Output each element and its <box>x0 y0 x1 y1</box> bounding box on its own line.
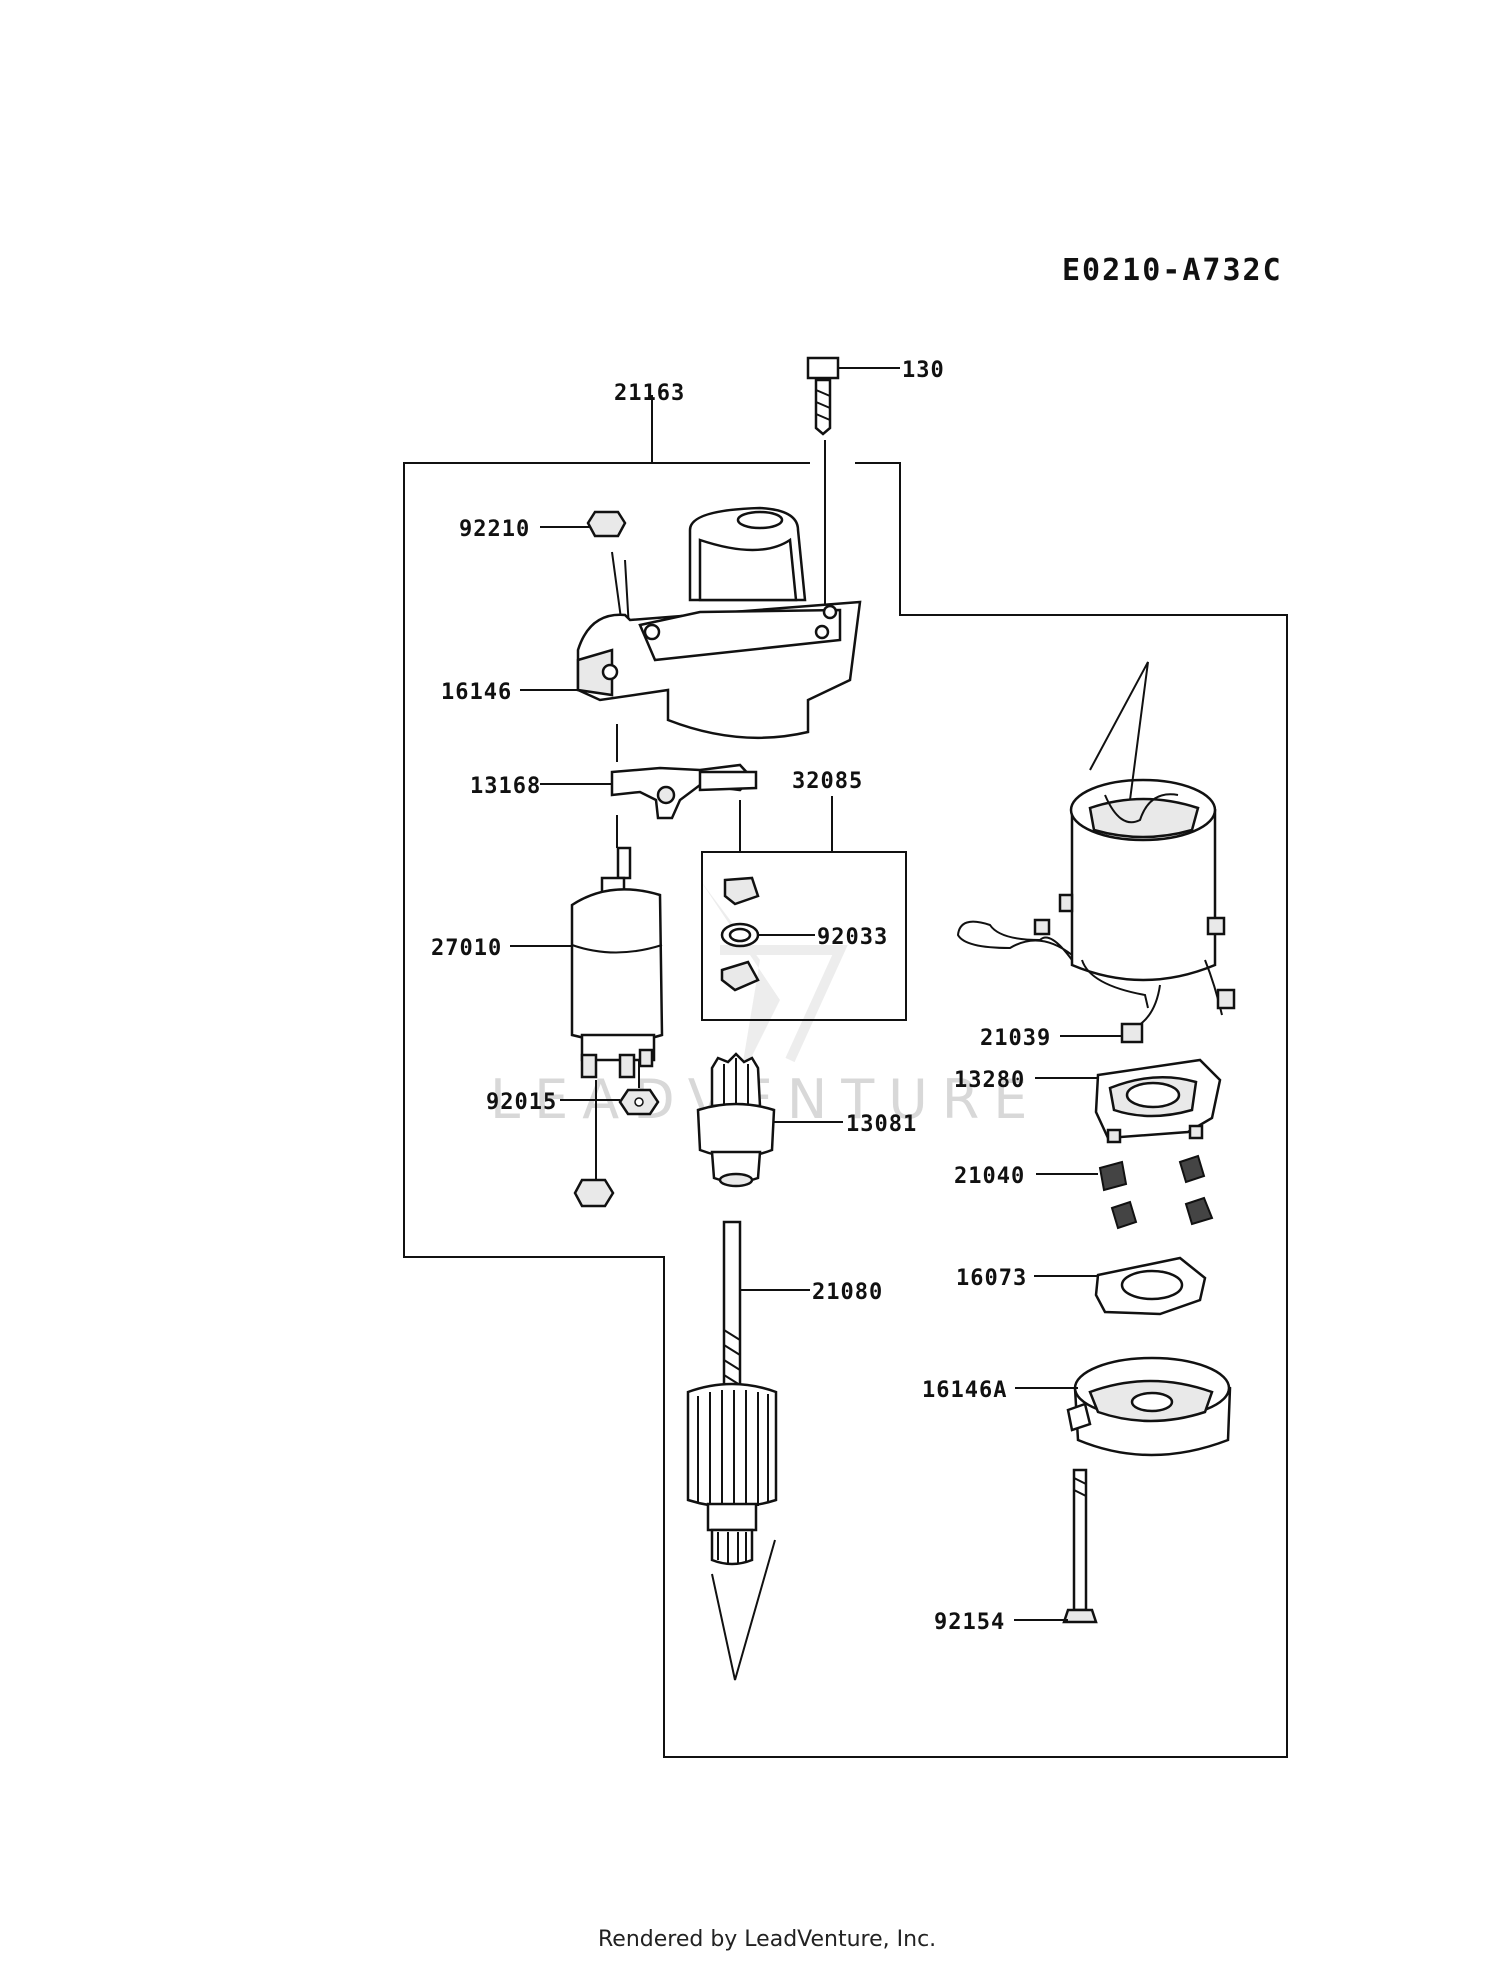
label-92154: 92154 <box>934 1610 1005 1635</box>
housing-16146 <box>576 506 862 740</box>
cap-92033-top <box>723 876 760 906</box>
label-21163: 21163 <box>614 381 685 406</box>
solenoid-27010 <box>570 846 664 1079</box>
label-32085: 32085 <box>792 769 863 794</box>
footer-credit: Rendered by LeadVenture, Inc. <box>598 1927 936 1952</box>
ring-92033 <box>720 922 760 948</box>
lever-13168 <box>610 763 758 820</box>
brush-holder-13280 <box>1094 1058 1222 1144</box>
yoke-axis <box>1089 661 1149 801</box>
pinion-13081 <box>696 1052 776 1188</box>
label-21080: 21080 <box>812 1280 883 1305</box>
yoke-21039 <box>956 778 1236 1044</box>
bolt-92154 <box>1062 1468 1098 1624</box>
label-16073: 16073 <box>956 1266 1027 1291</box>
nut-92210 <box>586 510 627 538</box>
armature-axis <box>711 1539 776 1681</box>
label-92033: 92033 <box>817 925 888 950</box>
nut-92015-upper <box>618 1088 660 1116</box>
label-13280: 13280 <box>954 1068 1025 1093</box>
springs-21040 <box>1098 1154 1214 1230</box>
plate-16073 <box>1094 1256 1207 1316</box>
cap-92033-bottom <box>720 960 760 992</box>
bolt-130 <box>806 356 840 436</box>
label-92210: 92210 <box>459 517 530 542</box>
label-16146A: 16146A <box>922 1378 1007 1403</box>
diagram-code: E0210-A732C <box>1062 253 1283 288</box>
end-cover-16146A <box>1066 1356 1232 1457</box>
label-13081: 13081 <box>846 1112 917 1137</box>
label-92015: 92015 <box>486 1090 557 1115</box>
armature-21080 <box>686 1220 778 1566</box>
label-21039: 21039 <box>980 1026 1051 1051</box>
label-130: 130 <box>902 358 945 383</box>
label-13168: 13168 <box>470 774 541 799</box>
label-21040: 21040 <box>954 1164 1025 1189</box>
kit-box-32085 <box>701 851 907 1021</box>
label-16146: 16146 <box>441 680 512 705</box>
watermark-logo-icon <box>700 880 848 1080</box>
nut-92015-lower <box>573 1178 615 1208</box>
label-27010: 27010 <box>431 936 502 961</box>
assembly-outline <box>403 462 1288 1758</box>
